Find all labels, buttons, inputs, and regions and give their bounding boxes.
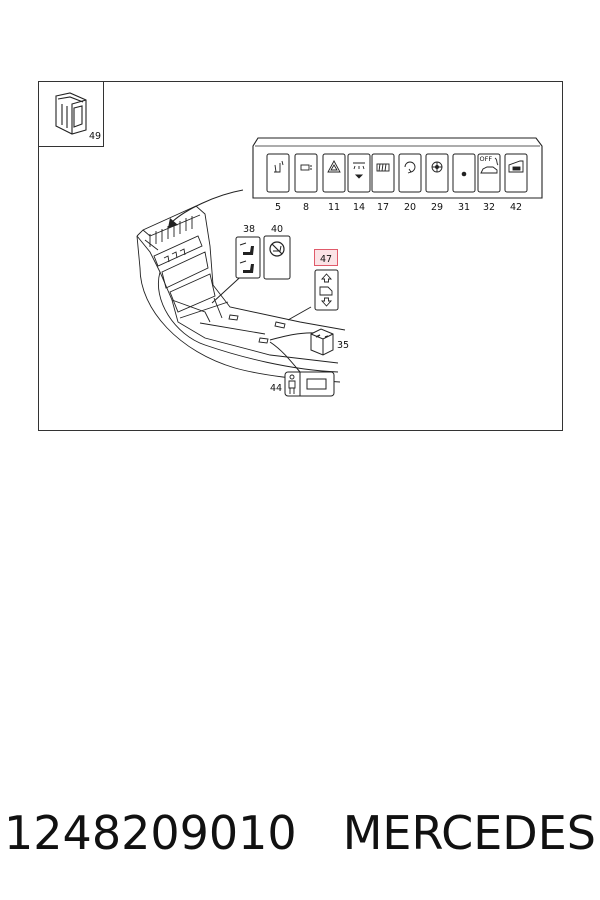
recirculation-icon [404,161,416,174]
panel-button-42 [504,153,528,193]
seat-adjust-icon [239,242,254,273]
part-number: 1248209010 [4,806,297,860]
panel-number-11: 11 [328,202,340,213]
window-switch-47: 47 [314,249,339,311]
inset-49: 49 [38,81,104,147]
switch-panel: OFF 5 8 11 14 17 20 29 31 32 42 [252,137,543,213]
seat-switch-38: 38 [235,224,261,279]
seat-heat-icon [274,160,284,173]
fan-icon [431,161,443,173]
panel-button-17 [371,153,395,193]
panel-button-20 [398,153,422,193]
lock-indicator [306,378,327,390]
switch-housing-icon [55,92,87,135]
rear-defrost-icon [376,163,390,172]
callout-47: 47 [320,254,332,265]
panel-number-29: 29 [431,202,443,213]
panel-button-11 [322,153,346,193]
panel-number-14: 14 [353,202,365,213]
panel-number-5: 5 [275,202,281,213]
panel-number-20: 20 [404,202,416,213]
headlamp-icon [300,164,312,171]
arrow-down-icon [320,297,333,307]
callout-40: 40 [271,224,283,235]
panel-buttons: OFF [266,153,528,193]
alarm-off-icon [480,157,499,174]
hazard-icon [327,160,341,173]
panel-button-5 [266,153,290,193]
panel-number-17: 17 [377,202,389,213]
relay-35: 35 [310,328,349,356]
highlight-box-47 [314,249,338,266]
callout-35: 35 [337,340,349,351]
panel-button-8 [294,153,318,193]
panel-number-31: 31 [458,202,470,213]
indicator-dot-icon [461,171,467,177]
window-icon [319,286,333,296]
panel-number-8: 8 [303,202,309,213]
arrow-up-icon [320,273,333,283]
panel-button-29 [425,153,449,193]
callout-44: 44 [270,383,282,394]
sunroof-icon [508,160,524,173]
interior-light-icon [353,162,365,179]
callout-38: 38 [243,224,255,235]
off-label: OFF [480,155,493,163]
caption: 1248209010 MERCEDES [0,798,600,868]
panel-numbers: 5 8 11 14 17 20 29 31 32 42 [275,202,522,213]
panel-button-32: OFF [477,153,501,193]
panel-button-31 [452,153,476,193]
child-icon [288,374,296,394]
child-lock-44: 44 [270,371,335,397]
disabled-icon [269,241,285,257]
disabled-switch-40: 40 [263,224,291,280]
center-console [136,205,346,383]
panel-number-42: 42 [510,202,522,213]
panel-button-14 [347,153,371,193]
panel-number-32: 32 [483,202,495,213]
leader-arrow-panel [171,189,244,223]
inset-label: 49 [89,131,101,142]
brand-name: MERCEDES [342,806,596,860]
